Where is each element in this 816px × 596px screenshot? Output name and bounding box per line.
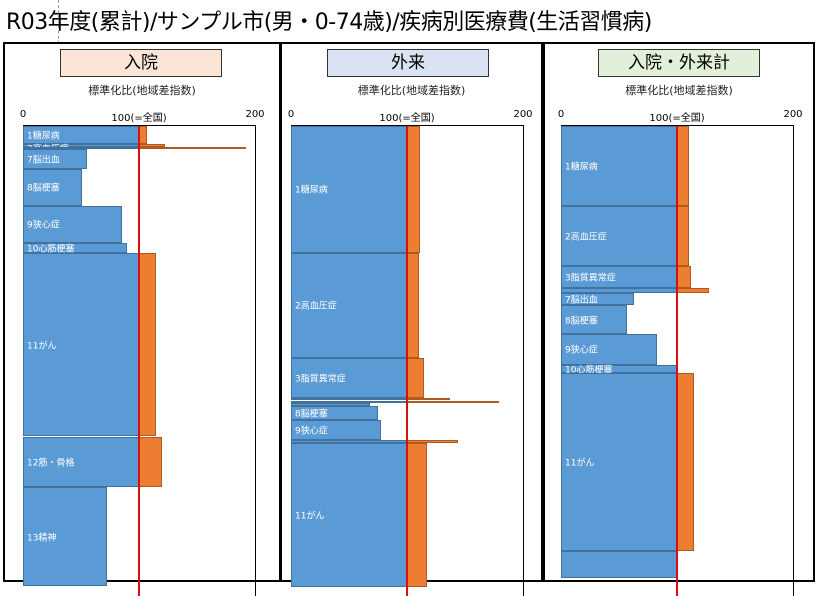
tick-label: 0	[287, 109, 295, 120]
bar-label: 1糖尿病	[27, 131, 60, 142]
bar-label: 3脂質異常症	[565, 273, 616, 284]
bar-label: 11がん	[27, 341, 57, 352]
bar-excess	[677, 265, 691, 288]
bar-within	[23, 242, 128, 254]
bar-within	[291, 405, 378, 420]
panel-header: 入院	[60, 49, 222, 77]
national-reference-line	[406, 126, 408, 596]
bar-within	[561, 373, 677, 552]
bar-label: 8脳梗塞	[27, 183, 60, 194]
bar-label: 7脳出血	[565, 295, 598, 306]
plot-area: 1糖尿病 2高血圧症 3脂質異常症 7脳出血 8脳梗塞 9狭心症 10心筋梗塞 11がん	[561, 125, 794, 596]
bar-label: 11がん	[565, 458, 595, 469]
bar-within	[561, 126, 677, 207]
bar-label: 12筋・骨格	[27, 458, 75, 469]
axis-label: 標準化比(地域差指数)	[625, 84, 733, 97]
tick-label: 0	[557, 109, 565, 120]
bar-excess	[407, 442, 427, 587]
bar-within	[561, 292, 635, 306]
bar-within	[561, 305, 628, 334]
bar-excess	[407, 357, 425, 398]
axis-label: 標準化比(地域差指数)	[88, 84, 196, 97]
tick-label: 0	[19, 109, 27, 120]
panel-header: 外来	[327, 49, 489, 77]
bar-within	[291, 252, 407, 358]
bar-label: 10心筋梗塞	[27, 244, 75, 255]
bar-label: 2高血圧症	[565, 232, 607, 243]
plot-area: 1糖尿病 2高血圧症 3脂質異常症 8脳梗塞 9狭心症 11がん	[291, 125, 524, 596]
axis-label: 標準化比(地域差指数)	[357, 84, 466, 97]
bar-label: 13精神	[27, 533, 57, 544]
bar-excess	[407, 126, 420, 253]
bar-excess	[677, 126, 689, 207]
bar-label: 9狭心症	[565, 345, 598, 356]
bar-label: 1糖尿病	[295, 185, 328, 196]
bar-label: 8脳梗塞	[565, 316, 598, 326]
panel-outpatient: 外来標準化比(地域差指数) 0 100(=全国) 200 1糖尿病 2高血圧症 3脂質異常症…	[280, 42, 543, 596]
bar-within	[23, 253, 139, 437]
panel-inpatient: 入院標準化比(地域差指数)0100(=全国)2001糖尿病2高血圧症7脳出血8脳…	[3, 42, 281, 596]
bar-excess	[677, 206, 689, 266]
bar-within	[561, 551, 677, 579]
bar-within	[23, 436, 139, 488]
bar-label: 1糖尿病	[565, 162, 598, 173]
tick-label: 100(=全国)	[111, 113, 167, 124]
tick-label: 100(=全国)	[649, 113, 705, 124]
national-reference-line	[676, 126, 678, 596]
bar-label: 8脳梗塞	[295, 409, 328, 420]
bar-label: 7脳出血	[27, 155, 60, 166]
bar-excess	[677, 288, 710, 293]
bar-label: 10心筋梗塞	[565, 365, 613, 376]
bar-label: 9狭心症	[295, 426, 328, 437]
panel-header: 入院・外来計	[598, 49, 760, 77]
bar-excess	[139, 436, 163, 488]
bar-excess	[139, 126, 148, 144]
page-title: R03年度(累計)/サンプル市(男・0-74歳)/疾病別医療費(生活習慣病)	[6, 10, 652, 35]
plot-area: 1糖尿病2高血圧症7脳出血8脳梗塞9狭心症10心筋梗塞11がん12筋・骨格13精…	[23, 125, 256, 596]
bar-within	[291, 419, 382, 440]
bar-within	[291, 403, 370, 406]
bar-within	[23, 168, 83, 206]
bar-excess	[407, 252, 419, 358]
tick-label: 100(=全国)	[379, 113, 435, 124]
national-reference-line	[138, 126, 140, 596]
tick-label: 200	[513, 109, 533, 120]
bar-within	[561, 333, 658, 365]
bar-within	[291, 357, 407, 398]
tick-label: 200	[245, 109, 265, 120]
bar-excess	[677, 373, 695, 552]
bar-within	[23, 205, 122, 243]
bar-label: 9狭心症	[27, 220, 60, 231]
bar-within	[561, 206, 677, 266]
bar-excess	[139, 253, 157, 437]
panel-total: 入院・外来計標準化比(地域差指数) 0 100(=全国) 200 1糖尿病 2高血圧症 3脂…	[543, 42, 815, 596]
bar-excess	[407, 400, 499, 404]
bar-within	[23, 148, 87, 169]
bar-excess	[139, 147, 246, 150]
bar-label: 3脂質異常症	[295, 374, 346, 385]
bar-label: 11がん	[295, 511, 325, 522]
bar-label: 2高血圧症	[295, 301, 337, 312]
tick-label: 200	[783, 109, 803, 120]
bar-within	[23, 487, 107, 587]
